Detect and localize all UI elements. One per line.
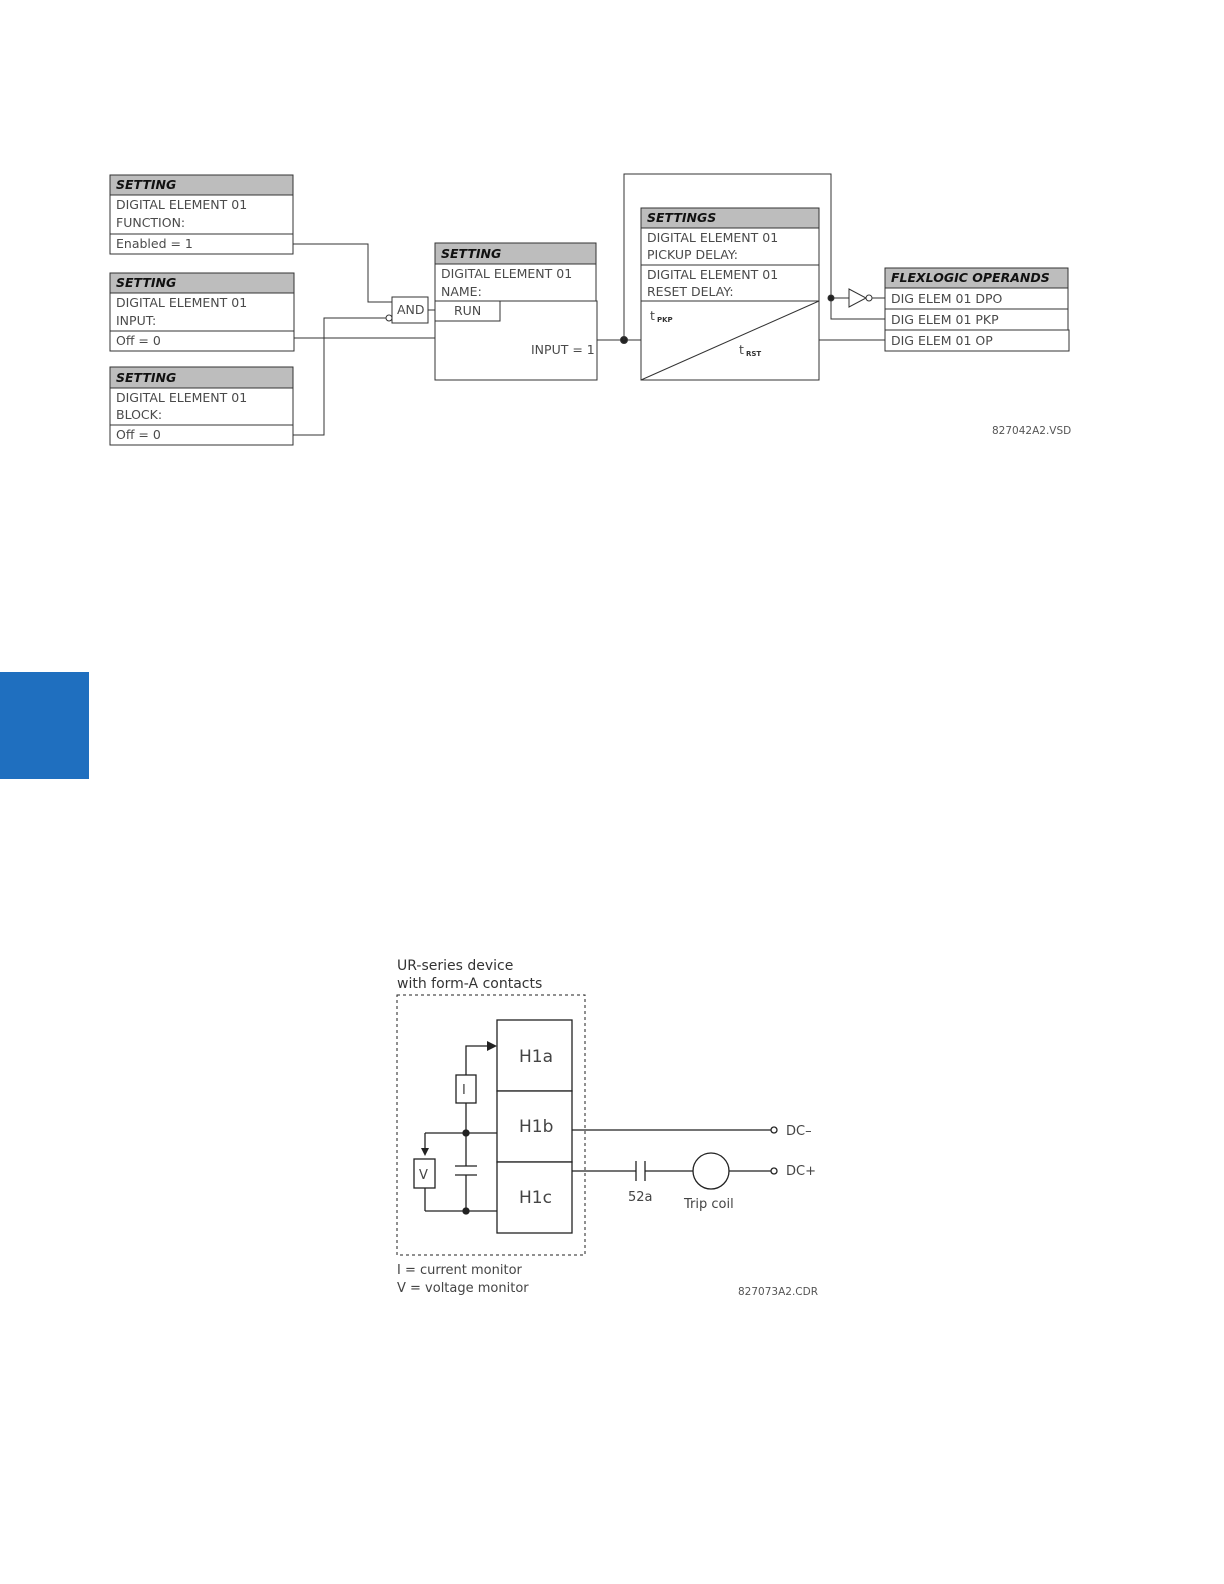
dc-plus-terminal: [770, 1167, 778, 1175]
voltage-monitor-label: V: [419, 1168, 428, 1183]
current-monitor-label: I: [462, 1083, 466, 1098]
name-box-line1: DIGITAL ELEMENT 01: [441, 266, 572, 281]
reset-line1: DIGITAL ELEMENT 01: [647, 267, 778, 282]
function-setting-box: SETTING DIGITAL ELEMENT 01 FUNCTION: Ena…: [109, 174, 294, 255]
dc-minus-label: DC–: [786, 1124, 812, 1139]
block-wire: [293, 317, 386, 436]
current-monitor-upper-wire: [465, 1045, 489, 1075]
input-equals-label: INPUT = 1: [531, 342, 595, 357]
function-box-header: SETTING: [116, 177, 176, 192]
output-junction-dot: [827, 294, 835, 302]
terminal-h1b: [496, 1090, 573, 1163]
trip-coil-label: Trip coil: [683, 1197, 734, 1212]
tpkp-subscript: PKP: [657, 316, 673, 324]
block-box-line1: DIGITAL ELEMENT 01: [116, 390, 247, 405]
pickup-line2: PICKUP DELAY:: [647, 247, 738, 262]
block-box-header: SETTING: [116, 370, 176, 385]
dc-plus-label: DC+: [786, 1164, 816, 1179]
input-box-value: Off = 0: [116, 333, 161, 348]
device-boundary: [396, 994, 586, 1256]
block-box-line2: BLOCK:: [116, 407, 162, 422]
trst-subscript: RST: [746, 350, 761, 358]
and-gate-label: AND: [397, 302, 425, 317]
digital-element-logic-diagram: SETTING DIGITAL ELEMENT 01 FUNCTION: Ena…: [109, 173, 1071, 446]
terminal-h1a: [496, 1019, 573, 1092]
timer-diagonal: [640, 300, 820, 381]
terminal-h1c-label: H1c: [519, 1188, 552, 1208]
name-box-line2: NAME:: [441, 284, 482, 299]
block-invert-bubble: [385, 314, 393, 322]
timer-settings-box: SETTINGS DIGITAL ELEMENT 01 PICKUP DELAY…: [640, 207, 820, 381]
name-box-header: SETTING: [441, 246, 501, 261]
device-label-line1: UR-series device: [397, 958, 513, 974]
legend-current: I = current monitor: [397, 1263, 523, 1278]
operand-dpo: DIG ELEM 01 DPO: [891, 291, 1003, 306]
dc-minus-terminal: [770, 1126, 778, 1134]
inverter-triangle: [848, 288, 868, 308]
block-setting-box: SETTING DIGITAL ELEMENT 01 BLOCK: Off = …: [109, 366, 294, 446]
logic-figure-id: 827042A2.VSD: [992, 425, 1071, 437]
trst-label: t: [739, 342, 744, 357]
operand-op: DIG ELEM 01 OP: [891, 333, 993, 348]
voltage-arrow-head: [421, 1148, 429, 1156]
circuit-figure-id: 827073A2.CDR: [738, 1286, 818, 1298]
contact-52a-label: 52a: [628, 1190, 653, 1205]
reset-line2: RESET DELAY:: [647, 284, 734, 299]
operand-pkp: DIG ELEM 01 PKP: [891, 312, 999, 327]
pkp-feedback-wire: [623, 173, 885, 340]
function-box-line1: DIGITAL ELEMENT 01: [116, 197, 247, 212]
function-box-line2: FUNCTION:: [116, 215, 185, 230]
function-wire: [293, 243, 392, 303]
timer-box-header: SETTINGS: [647, 210, 716, 225]
tpkp-label: t: [650, 308, 655, 323]
run-label: RUN: [454, 303, 481, 318]
and-gate: AND: [391, 296, 429, 324]
operands-header: FLEXLOGIC OPERANDS: [891, 270, 1050, 285]
input-box-line2: INPUT:: [116, 313, 156, 328]
current-monitor-box: [455, 1074, 477, 1104]
flexlogic-operands-box: FLEXLOGIC OPERANDS DIG ELEM 01 DPO DIG E…: [884, 267, 1070, 352]
chapter-tab: [0, 672, 89, 779]
terminal-h1c: [496, 1161, 573, 1234]
current-arrow-head: [487, 1041, 497, 1051]
inverter-bubble: [865, 294, 873, 302]
block-box-value: Off = 0: [116, 427, 161, 442]
terminal-h1a-label: H1a: [519, 1047, 553, 1067]
form-a-contact-circuit: UR-series device with form-A contacts H1…: [396, 958, 818, 1298]
input-box-line1: DIGITAL ELEMENT 01: [116, 295, 247, 310]
input-box-header: SETTING: [116, 275, 176, 290]
device-label-line2: with form-A contacts: [397, 976, 542, 992]
function-box-value: Enabled = 1: [116, 236, 193, 251]
name-setting-box: SETTING DIGITAL ELEMENT 01 NAME: RUN INP…: [434, 242, 598, 381]
input-setting-box: SETTING DIGITAL ELEMENT 01 INPUT: Off = …: [109, 272, 295, 352]
trip-coil: [692, 1152, 730, 1190]
legend-voltage: V = voltage monitor: [397, 1281, 529, 1296]
terminal-h1b-label: H1b: [519, 1117, 553, 1137]
pickup-line1: DIGITAL ELEMENT 01: [647, 230, 778, 245]
